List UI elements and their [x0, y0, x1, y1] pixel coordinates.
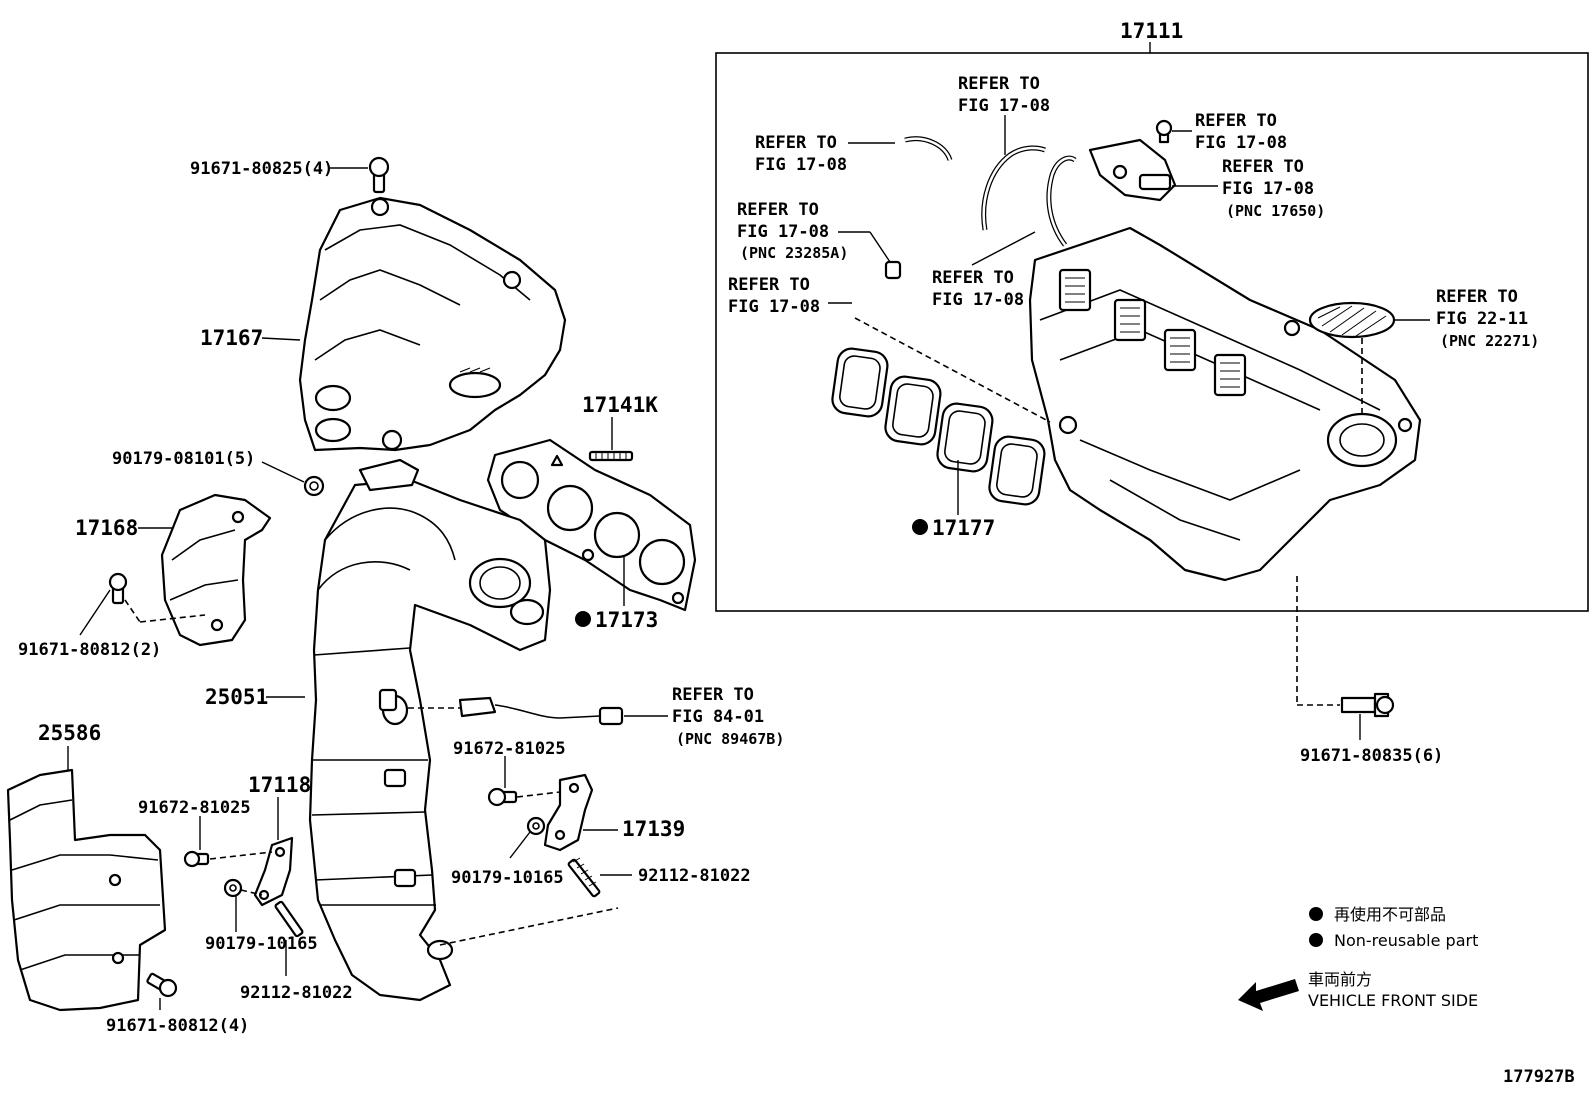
exhaust-heat-insulator-17167[interactable] [298, 196, 567, 452]
stud-92112-81022-right[interactable] [567, 857, 601, 898]
label-90179-10165-left[interactable]: 90179-10165 [205, 934, 318, 954]
front-arrow-icon [1238, 979, 1299, 1011]
vsv-bracket-ref [1088, 119, 1177, 202]
heat-insulator-17168[interactable] [160, 493, 272, 647]
bolt-91672-81025-right[interactable] [487, 787, 518, 807]
label-17141K[interactable]: 17141K [582, 393, 658, 417]
ref-r2-l2: FIG 17-08 [755, 155, 847, 175]
label-25051[interactable]: 25051 [205, 685, 268, 709]
stud-92112-81022-left[interactable] [274, 900, 304, 938]
diagram-id: 177927B [1503, 1067, 1575, 1087]
label-17177[interactable]: 17177 [932, 516, 995, 540]
label-91671-80835[interactable]: 91671-80835(6) [1300, 746, 1443, 766]
ref-r4-l1: REFER TO [728, 275, 810, 295]
stud-17141K[interactable] [588, 450, 634, 462]
bolt-91671-80825[interactable] [368, 156, 390, 194]
bolt-91671-80812-2[interactable] [108, 572, 128, 605]
ref-r8-l3: (PNC 22271) [1440, 332, 1539, 350]
ref-r8-l1: REFER TO [1436, 287, 1518, 307]
ref-r7-l3: (PNC 17650) [1226, 202, 1325, 220]
intake-manifold-17111[interactable] [1028, 226, 1422, 582]
label-92112-81022-left[interactable]: 92112-81022 [240, 983, 353, 1003]
bolt-91671-80835[interactable] [1340, 692, 1395, 718]
nut-90179-10165-left[interactable] [223, 878, 243, 898]
label-25586[interactable]: 25586 [38, 721, 101, 745]
intake-manifold-group-box [715, 52, 1589, 612]
ref-r1-l1: REFER TO [958, 74, 1040, 94]
nut-90179-08101[interactable] [303, 475, 325, 497]
label-91671-80825[interactable]: 91671-80825(4) [190, 159, 333, 179]
ref-r2-l1: REFER TO [755, 133, 837, 153]
label-92112-81022-right[interactable]: 92112-81022 [638, 866, 751, 886]
ref-r4-l2: FIG 17-08 [728, 297, 820, 317]
ref-r9-l2: FIG 84-01 [672, 707, 764, 727]
label-90179-10165-right[interactable]: 90179-10165 [451, 868, 564, 888]
bracket-17139[interactable] [543, 773, 594, 852]
ref-r8-l2: FIG 22-11 [1436, 309, 1528, 329]
bolt-91671-80812-4[interactable] [146, 972, 178, 998]
ref-r3-l3: (PNC 23285A) [740, 244, 848, 262]
ref-r7-l1: REFER TO [1222, 157, 1304, 177]
ref-r9-l1: REFER TO [672, 685, 754, 705]
ref-r6-l1: REFER TO [1195, 111, 1277, 131]
label-91672-81025-right[interactable]: 91672-81025 [453, 739, 566, 759]
label-91671-80812-2[interactable]: 91671-80812(2) [18, 640, 161, 660]
label-17111[interactable]: 17111 [1120, 19, 1183, 43]
hose-group [853, 136, 1077, 316]
legend-dot-jp [1309, 907, 1323, 921]
label-90179-08101[interactable]: 90179-08101(5) [112, 449, 255, 469]
heat-insulator-25586[interactable] [6, 768, 167, 1012]
ref-r5-l1: REFER TO [932, 268, 1014, 288]
ref-r1-l2: FIG 17-08 [958, 96, 1050, 116]
exhaust-manifold-converter-25051[interactable] [308, 458, 552, 1002]
legend-dot-en [1309, 933, 1323, 947]
legend-front-en: VEHICLE FRONT SIDE [1308, 991, 1478, 1010]
nonreusable-dot-17173 [575, 611, 591, 627]
label-91672-81025-left[interactable]: 91672-81025 [138, 798, 251, 818]
legend-nonreusable-en: Non-reusable part [1334, 931, 1478, 950]
ref-r5-l2: FIG 17-08 [932, 290, 1024, 310]
label-17118[interactable]: 17118 [248, 773, 311, 797]
nut-90179-10165-right[interactable] [526, 816, 546, 836]
legend-nonreusable-jp: 再使用不可部品 [1334, 905, 1446, 924]
ref-r6-l2: FIG 17-08 [1195, 133, 1287, 153]
label-17167[interactable]: 17167 [200, 326, 263, 350]
intake-gasket-17177[interactable] [831, 347, 1047, 506]
ref-r3-l1: REFER TO [737, 200, 819, 220]
label-91671-80812-4[interactable]: 91671-80812(4) [106, 1016, 249, 1036]
label-17173[interactable]: 17173 [595, 608, 658, 632]
exhaust-gasket-17173[interactable] [486, 438, 697, 612]
oxygen-sensor-ref [458, 696, 624, 726]
bracket-17118[interactable] [253, 836, 294, 907]
ref-r7-l2: FIG 17-08 [1222, 179, 1314, 199]
throttle-gasket-ref [1308, 301, 1396, 339]
bolt-91672-81025-left[interactable] [183, 850, 210, 868]
label-17139[interactable]: 17139 [622, 817, 685, 841]
label-17168[interactable]: 17168 [75, 516, 138, 540]
ref-r3-l2: FIG 17-08 [737, 222, 829, 242]
legend-front-jp: 車両前方 [1308, 970, 1372, 989]
ref-r9-l3: (PNC 89467B) [676, 730, 784, 748]
nonreusable-dot-17177 [912, 519, 928, 535]
